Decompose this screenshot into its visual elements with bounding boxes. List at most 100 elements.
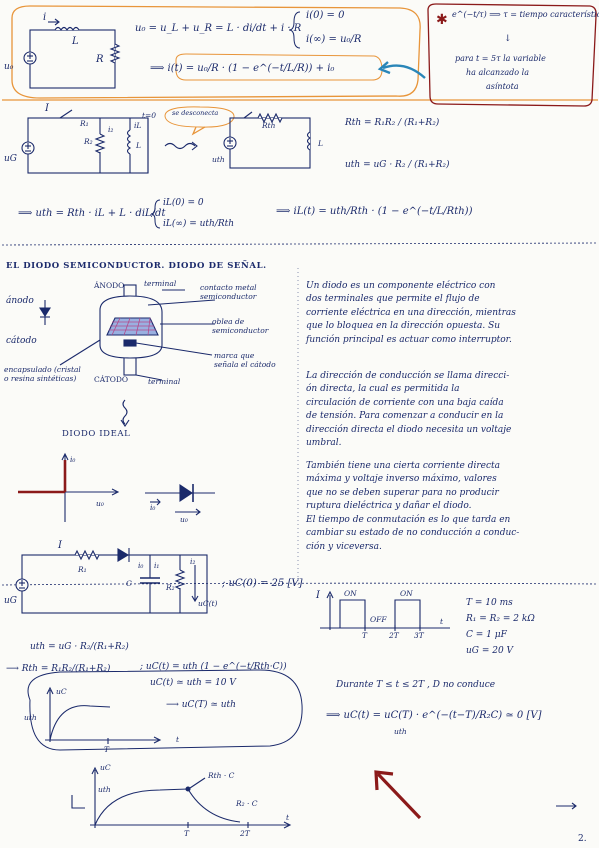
svg-text:✱: ✱ bbox=[436, 12, 448, 28]
param-T: T = 10 ms bbox=[466, 598, 513, 608]
page-number: 2. bbox=[578, 834, 587, 844]
il-initial-1: iL(0) = 0 bbox=[163, 198, 204, 208]
circuit-ug-label: uG bbox=[4, 596, 17, 606]
contact-label: contacto metal semiconductor bbox=[200, 283, 257, 301]
kvl-equation: u₀ = u_L + u_R = L · di/dt + i · R bbox=[135, 23, 302, 34]
rl-circuit-1 bbox=[23, 18, 121, 89]
source-label: u₀ bbox=[4, 62, 14, 72]
note-line-2: ha alcanzado la bbox=[466, 68, 529, 77]
graph2-uth-label: uth bbox=[98, 785, 111, 794]
uc-charge-equation: ; uC(t) = uth (1 − e^(−t/Rth·C)) bbox=[140, 662, 287, 672]
paragraph-limits: También tiene una cierta corriente direc… bbox=[306, 461, 501, 512]
ode-equation: ⟹ uth = Rth · iL + L · diL/dt bbox=[18, 208, 166, 219]
rl-circuit-2 bbox=[21, 109, 149, 174]
rth-equation: Rth = R₁R₂ / (R₁+R₂) bbox=[345, 118, 440, 128]
diode-symbol-small bbox=[39, 300, 51, 325]
on-label-1: ON bbox=[344, 589, 357, 598]
graph2-uc-label: uC bbox=[100, 763, 111, 772]
param-u: uG = 20 V bbox=[466, 646, 514, 656]
resistor-label: R bbox=[96, 54, 104, 65]
param-R: R₁ = R₂ = 2 kΩ bbox=[466, 614, 535, 624]
decay-subscript: uth bbox=[394, 727, 407, 736]
initial-condition-2: i(∞) = u₀/R bbox=[306, 34, 362, 45]
ideal-diode-graph bbox=[18, 452, 120, 522]
red-arrow bbox=[376, 772, 422, 820]
l2-label: L bbox=[318, 139, 323, 148]
cathode-label: cátodo bbox=[6, 336, 37, 346]
il-label: iL bbox=[134, 121, 142, 130]
r2-label: R₂ bbox=[84, 137, 93, 146]
r1-label: R₁ bbox=[80, 119, 89, 128]
thevenin-circuit bbox=[223, 111, 312, 169]
circuit-i0-label: i₀ bbox=[138, 561, 144, 570]
graph1-uc-label: uC bbox=[56, 687, 67, 696]
diode-u0-symbol: u₀ bbox=[180, 515, 188, 524]
paragraph-direction: La dirección de conducción se llama dire… bbox=[306, 371, 512, 449]
tick-T: T bbox=[362, 631, 368, 640]
off-label: OFF bbox=[370, 615, 387, 624]
rth-equation-2: ⟶ Rth = R₁R₂/(R₁+R₂) bbox=[6, 664, 111, 674]
diode-i0-symbol: i₀ bbox=[150, 503, 156, 512]
current-I-label: I bbox=[45, 103, 49, 114]
note-arrow: ↓ bbox=[504, 34, 512, 44]
decay-equation: ⟹ uC(t) = uC(T) · e^(−(t−T)/R₂C) ≃ 0 [V] bbox=[326, 710, 542, 721]
uc-steady: uC(t) ≃ uth = 10 V bbox=[150, 678, 236, 688]
graph1-uth-label: uth bbox=[24, 713, 37, 722]
squiggle-arrow bbox=[164, 142, 196, 150]
terminal-bottom-label: terminal bbox=[148, 377, 181, 386]
graph1-bubble bbox=[27, 669, 303, 751]
durante-text: Durante T ≤ t ≤ 2T , D no conduce bbox=[336, 680, 496, 690]
solution-equation: ⟹ i(t) = u₀/R · (1 − e^(−t/L/R)) + i₀ bbox=[150, 63, 335, 74]
section-title: EL DIODO SEMICONDUCTOR. DIODO DE SEÑAL. bbox=[6, 261, 267, 271]
graph2-T-label: T bbox=[184, 829, 190, 838]
wafer-label: oblea de semiconductor bbox=[212, 317, 269, 335]
cathode-caps-label: CÁTODO bbox=[94, 375, 129, 384]
graph2-axes bbox=[90, 766, 292, 829]
down-squiggle bbox=[122, 399, 128, 425]
circuit-i1-label: i₁ bbox=[154, 561, 160, 570]
diode-rc-circuit bbox=[15, 548, 208, 614]
tick-2T: 2T bbox=[389, 631, 399, 640]
diode-physical bbox=[59, 284, 216, 381]
uth-equation: uth = uG · R₂ / (R₁+R₂) bbox=[345, 160, 450, 170]
circuit-uct-label: uC(t) bbox=[198, 599, 218, 608]
orange-bubble bbox=[164, 106, 235, 128]
anode-caps-label: ÁNODO bbox=[94, 281, 125, 290]
circuit-c-label: C bbox=[126, 579, 132, 588]
current-label: i bbox=[43, 12, 47, 23]
note-expression: e^(−t/τ) ⟹ τ = tiempo característico bbox=[452, 10, 599, 19]
circuit-r2-label: R₂ bbox=[166, 583, 175, 592]
square-t-axis: t bbox=[440, 617, 444, 626]
uc-initial: ; uC(0) = 25 [V] bbox=[222, 578, 303, 589]
note-frame bbox=[427, 3, 597, 107]
graph2-2T-label: 2T bbox=[240, 829, 250, 838]
rth-label: Rth bbox=[262, 121, 276, 130]
encapsulation-label: encapsulado (cristal o resina sintéticas… bbox=[4, 365, 81, 383]
tick-3T: 3T bbox=[414, 631, 424, 640]
l-label: L bbox=[136, 141, 141, 150]
orange-frame-1 bbox=[11, 5, 421, 99]
corner-mark bbox=[71, 795, 85, 809]
i2-label: i₂ bbox=[108, 125, 114, 134]
graph2-t-label: t bbox=[286, 813, 290, 822]
mark-label: marca que señala el cátodo bbox=[214, 351, 276, 369]
graph1-result: ⟶ uC(T) ≃ uth bbox=[166, 700, 236, 710]
note-line-3: asíntota bbox=[486, 82, 519, 91]
initial-condition-1: i(0) = 0 bbox=[306, 10, 345, 21]
graph1-axes bbox=[45, 686, 162, 744]
graph2-r2c-label: R₂ · C bbox=[236, 799, 258, 808]
paragraph-switching: El tiempo de conmutación es lo que tarda… bbox=[306, 515, 520, 552]
note-line-1: para t = 5τ la variable bbox=[455, 54, 546, 63]
inductor-label: L bbox=[72, 36, 79, 47]
circuit-r1-label: R₁ bbox=[78, 565, 87, 574]
disconnect-bubble: se desconecta bbox=[172, 109, 219, 117]
param-C: C = 1 μF bbox=[466, 630, 507, 640]
ideal-u0-axis: u₀ bbox=[96, 499, 104, 508]
terminal-top-label: terminal bbox=[144, 279, 177, 288]
ug-label: uG bbox=[4, 154, 17, 164]
anode-label: ánodo bbox=[6, 296, 34, 306]
cyan-arrow bbox=[382, 64, 426, 79]
graph1-T-label: T bbox=[104, 745, 110, 754]
uth-equation-2: uth = uG · R₂/(R₁+R₂) bbox=[30, 642, 129, 652]
